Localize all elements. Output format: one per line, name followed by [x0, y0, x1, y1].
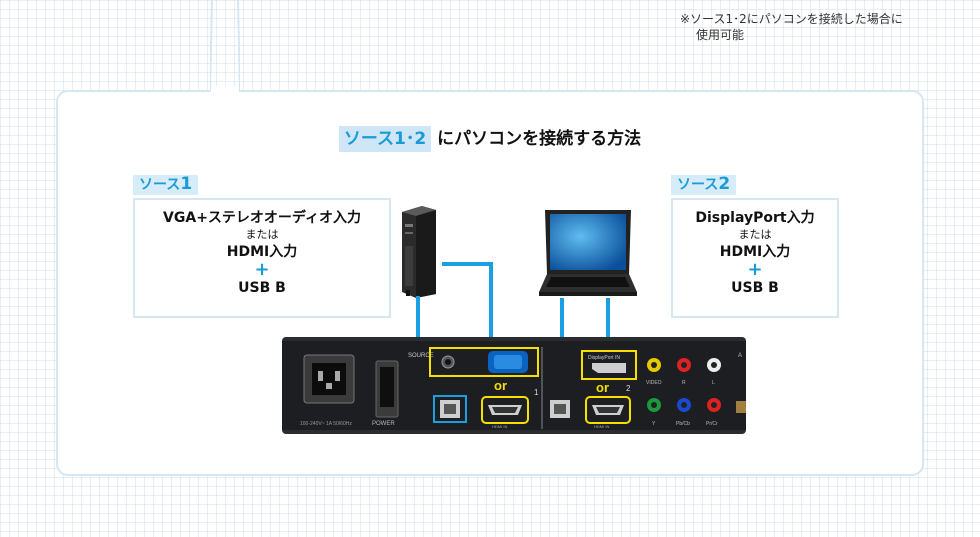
source2-line3: HDMI入力: [719, 244, 791, 260]
usb-b-port-icon-1: [440, 400, 460, 418]
source2-tag-num: 2: [718, 174, 731, 194]
port-number-2: 2: [626, 384, 631, 393]
source2-tag: ソース2: [671, 174, 737, 195]
power-label: POWER: [372, 421, 395, 427]
title-rest: にパソコンを接続する方法: [437, 129, 642, 149]
usage-note: ※ソース1･2にパソコンを接続した場合に 使用可能: [680, 11, 903, 43]
a-label: A: [738, 353, 742, 359]
source1-line3: HDMI入力: [226, 244, 298, 260]
tower-pc-icon: [402, 206, 436, 298]
usb-b-port-icon-2: [550, 400, 570, 418]
source1-tag: ソース1: [133, 174, 199, 195]
power-socket-icon: [303, 354, 355, 404]
source2-tag-prefix: ソース: [677, 177, 719, 193]
source2-plus: +: [747, 259, 763, 280]
hdmi-port-icon-1: [488, 405, 522, 415]
vga-port-icon: [488, 351, 528, 373]
source1-box: VGA+ステレオオーディオ入力 または HDMI入力 + USB B: [133, 198, 391, 318]
or-label-2: or: [596, 380, 609, 395]
source1-tag-num: 1: [180, 174, 193, 194]
source1-tag-prefix: ソース: [139, 177, 181, 193]
source2-line1: DisplayPort入力: [695, 210, 815, 226]
usage-note-line1: ※ソース1･2にパソコンを接続した場合に: [680, 12, 903, 26]
r-label: R: [682, 380, 686, 386]
dp-label: DisplayPort IN: [588, 355, 620, 361]
pr-label: Pr/Cr: [706, 421, 718, 427]
hdmi-label-2: HDMI IN: [594, 424, 609, 429]
or-label-1: or: [494, 378, 507, 393]
source1-line4: USB B: [238, 280, 286, 296]
hdmi-port-icon-2: [592, 405, 624, 415]
usage-note-line2: 使用可能: [696, 28, 745, 42]
source1-line2: または: [245, 228, 279, 241]
title-highlight: ソース1･2: [338, 126, 432, 152]
laptop-icon: [539, 210, 637, 296]
source1-line1: VGA+ステレオオーディオ入力: [163, 210, 361, 226]
port-number-1: 1: [534, 388, 539, 397]
source2-line2: または: [738, 228, 772, 241]
voltage-label: 100-240V~ 1A 50/60Hz: [300, 421, 352, 427]
video-label: VIDEO: [646, 380, 662, 386]
hdmi-label-1: HDMI IN: [492, 424, 507, 429]
source2-line4: USB B: [731, 280, 779, 296]
kvm-rear-panel: POWER 100-240V~ 1A 50/60Hz SOURCE or HDM…: [282, 337, 746, 434]
pb-label: Pb/Cb: [676, 421, 690, 427]
source2-box: DisplayPort入力 または HDMI入力 + USB B: [671, 198, 839, 318]
source1-plus: +: [254, 259, 270, 280]
y-label: Y: [652, 421, 656, 427]
l-label: L: [712, 380, 715, 386]
callout-tail: [210, 0, 240, 92]
source-label: SOURCE: [408, 353, 434, 359]
